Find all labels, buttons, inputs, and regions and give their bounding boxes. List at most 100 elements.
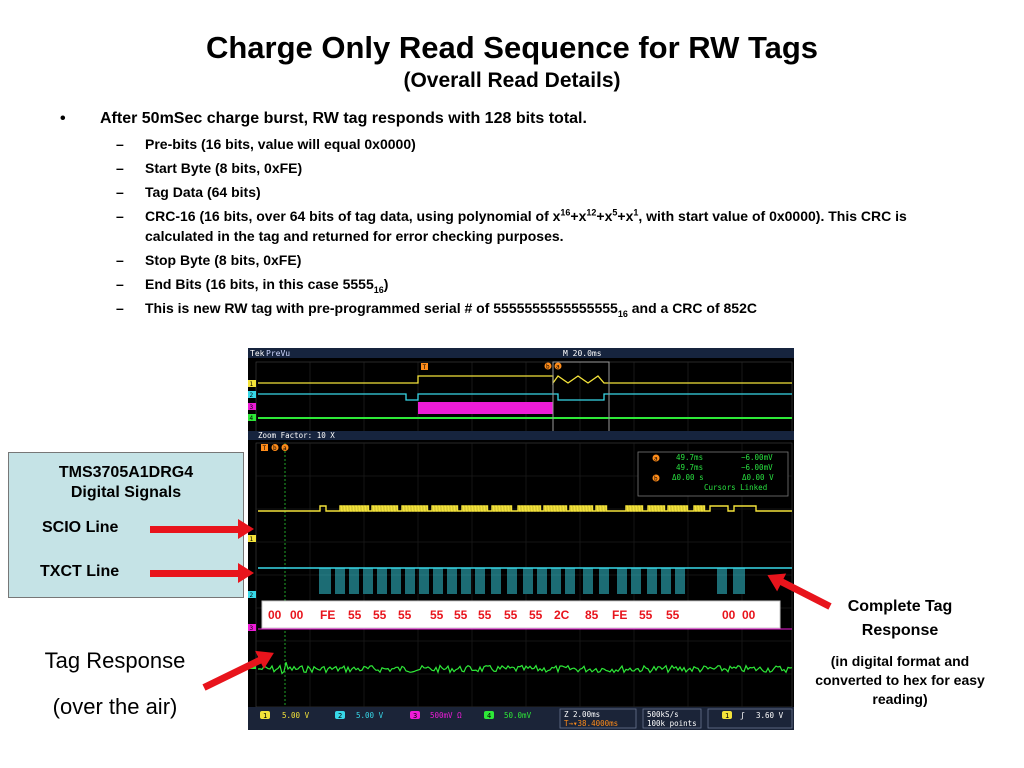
bullet-list: •After 50mSec charge burst, RW tag respo…	[58, 108, 938, 322]
readout-cursor-a-label: a	[654, 456, 658, 463]
timebase-readout: M 20.0ms	[563, 349, 602, 358]
status-ch1-badge-label: 1	[263, 712, 267, 720]
rising-edge-icon: ʃ	[740, 711, 745, 720]
sub-bullet-prebits: –Pre-bits (16 bits, value will equal 0x0…	[58, 134, 938, 154]
serial-subscript: 16	[617, 308, 628, 319]
dash-marker: –	[116, 300, 124, 316]
acquisition-box[interactable]	[642, 708, 702, 729]
txct-arrow	[150, 563, 254, 583]
status-ch4-badge-label: 4	[487, 712, 491, 720]
top-header-bar	[248, 348, 794, 358]
overview-ch2-marker[interactable]	[248, 391, 256, 398]
zoom-ch4-trace	[257, 662, 793, 675]
ch4-scale[interactable]: 50.0mV	[504, 711, 532, 720]
zoom-ch2-marker-label: 2	[250, 592, 254, 599]
over-the-air-label: (over the air)	[52, 694, 178, 719]
sub-bullet-text: Stop Byte (8 bits, 0xFE)	[145, 252, 302, 268]
trigger-box[interactable]	[707, 708, 793, 729]
overview-cursor-a-label: a	[556, 364, 560, 371]
sub-bullet-crc: – CRC-16 (16 bits, over 64 bits of tag da…	[58, 206, 938, 246]
overview-gridlines	[309, 362, 743, 432]
status-ch2-badge[interactable]	[335, 711, 345, 719]
readout-cursor-b-label: b	[654, 476, 658, 483]
crc-text-a: CRC-16 (16 bits, over 64 bits of tag dat…	[145, 208, 561, 224]
zoom-cursor-a[interactable]	[281, 444, 289, 451]
hex-byte: 55	[639, 608, 653, 622]
crc-exp-4: 1	[633, 207, 639, 218]
dash-marker: –	[116, 252, 124, 268]
record-length-readout: 100k points	[647, 719, 697, 728]
endbits-subscript: 16	[373, 284, 384, 295]
slide-title: Charge Only Read Sequence for RW Tags	[205, 30, 819, 65]
sub-bullet-text: Start Byte (8 bits, 0xFE)	[145, 160, 303, 176]
hex-byte: 55	[504, 608, 518, 622]
dash-marker: –	[116, 136, 124, 152]
complete-response-label-2: Response	[861, 622, 939, 639]
crc-exp-2: 12	[586, 207, 597, 218]
sub-bullet-tagdata: –Tag Data (64 bits)	[58, 182, 938, 202]
bottom-status-bar	[248, 707, 794, 730]
cursor-a-volt: −6.00mV	[741, 453, 773, 462]
crc-text-d: +x	[617, 208, 634, 224]
tek-logo: Tek	[250, 349, 265, 358]
overview-cursor-b-label: b	[546, 364, 550, 371]
status-ch4-badge[interactable]	[484, 711, 494, 719]
trigger-position-readout: T→▾38.4000ms	[564, 719, 618, 728]
endbits-text-b: )	[383, 276, 389, 292]
zoom-cursor-b-label: b	[273, 445, 277, 452]
zoom-trigger-marker	[261, 444, 268, 451]
ch2-scale[interactable]: 5.00 V	[356, 711, 384, 720]
overview-ch1-marker[interactable]	[248, 380, 256, 387]
overview-ch4-marker-label: 4	[250, 415, 254, 422]
overview-cursor-b[interactable]	[544, 362, 552, 370]
dash-marker: –	[116, 276, 124, 292]
sub-bullet-text: Tag Data (64 bits)	[145, 184, 261, 200]
status-ch3-badge[interactable]	[410, 711, 420, 719]
delta-time: Δ0.00 s	[672, 473, 704, 482]
complete-response-label-1: Complete Tag	[847, 598, 953, 615]
trigger-source-badge	[722, 711, 732, 719]
overview-ch2-marker-label: 2	[250, 392, 254, 399]
zoom-ch2-marker[interactable]	[248, 591, 256, 598]
readout-cursor-b-icon	[652, 474, 660, 482]
cursor-b-volt: −6.00mV	[741, 463, 773, 472]
hex-byte: FE	[320, 608, 335, 622]
hex-byte: 55	[478, 608, 492, 622]
cursors-linked-label: Cursors Linked	[704, 483, 767, 492]
overview-ch4-marker[interactable]	[248, 414, 256, 421]
overview-ch3-marker-label: 3	[250, 404, 254, 411]
timebase-box[interactable]	[559, 708, 637, 729]
sub-bullet-startbyte: –Start Byte (8 bits, 0xFE)	[58, 158, 938, 178]
overview-cursor-a[interactable]	[554, 362, 562, 370]
status-ch1-badge[interactable]	[260, 711, 270, 719]
hex-byte: 85	[585, 608, 599, 622]
hex-byte: 55	[348, 608, 362, 622]
overview-ch3-marker[interactable]	[248, 403, 256, 410]
preview-mode-label: PreVu	[266, 349, 290, 358]
overview-ch2-trace	[258, 393, 792, 401]
zoom-trigger-label: T	[263, 445, 267, 452]
complete-response-note: (in digital format and converted to hex …	[815, 653, 985, 707]
readout-cursor-a-icon	[652, 454, 660, 462]
zoom-cursor-b[interactable]	[271, 444, 279, 451]
zoom-time-readout: Z 2.00ms	[564, 710, 600, 719]
sample-rate-readout: 500kS/s	[647, 710, 679, 719]
hex-byte: 55	[529, 608, 543, 622]
bullet-main: •After 50mSec charge burst, RW tag respo…	[58, 108, 938, 130]
ch1-scale[interactable]: 5.00 V	[282, 711, 310, 720]
hex-byte: 2C	[554, 608, 570, 622]
txct-line-label: TXCT Line	[40, 563, 120, 580]
ch3-scale[interactable]: 500mV Ω	[430, 711, 462, 720]
zoom-header-bar	[248, 431, 794, 440]
oscilloscope-display: Tek PreVu M 20.0ms T b a 1 2 3 4 Zoom Fa…	[248, 348, 794, 730]
zoom-ch3-marker-label: 3	[250, 625, 254, 632]
serial-text-a: This is new RW tag with pre-programmed s…	[145, 300, 618, 316]
bullet-marker: •	[60, 110, 66, 127]
cursor-b-time: 49.7ms	[676, 463, 703, 472]
dash-marker: –	[116, 208, 124, 224]
zoom-factor-label: Zoom Factor: 10 X	[258, 431, 335, 440]
zoom-ch3-marker[interactable]	[248, 624, 256, 631]
hex-byte: 55	[373, 608, 387, 622]
crc-text-e: , with start value of 0x0000). This CRC …	[145, 208, 907, 244]
hex-byte: 55	[430, 608, 444, 622]
